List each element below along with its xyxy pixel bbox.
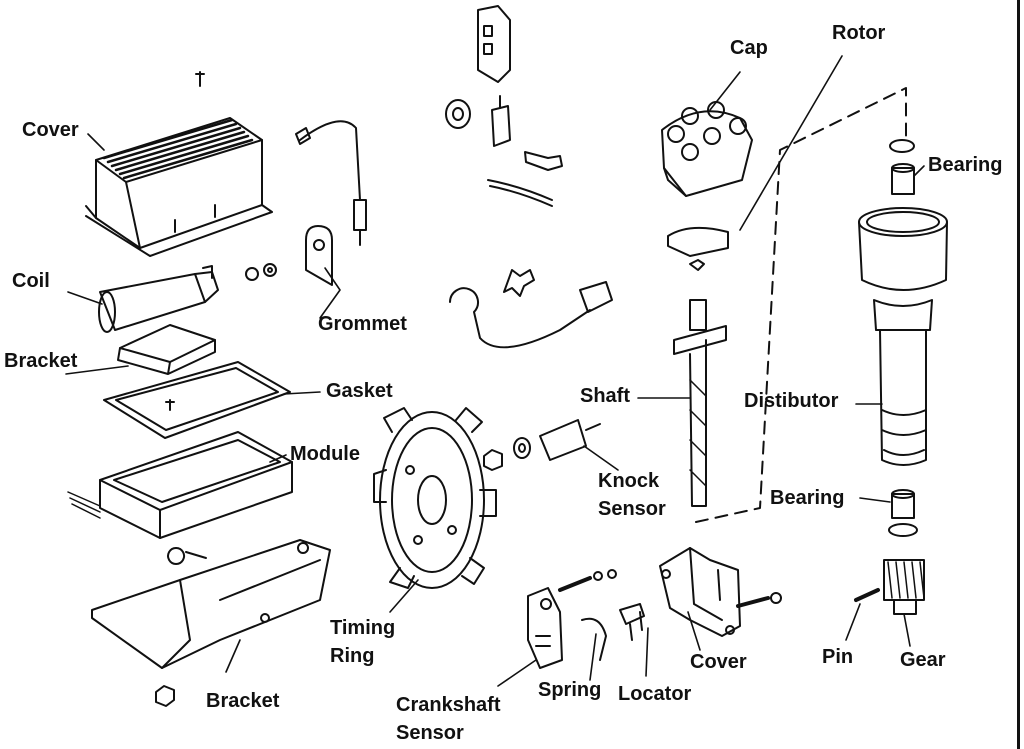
- label-pin: Pin: [822, 646, 854, 668]
- label-bearing-bottom: Bearing: [770, 487, 845, 509]
- grommet-part: [295, 120, 367, 286]
- lower-bracket-part: [91, 539, 331, 707]
- label-coil: Coil: [12, 270, 50, 292]
- coil-part: [98, 265, 219, 333]
- label-module: Module: [290, 443, 360, 465]
- distributor-cap-part: [661, 101, 753, 197]
- label-crankshaft-sensor-line2: Sensor: [396, 722, 464, 744]
- locator-part: [619, 603, 645, 641]
- label-distributor: Distibutor: [744, 390, 839, 412]
- label-crankshaft-sensor-line1: Crankshaft: [396, 694, 501, 716]
- label-bracket-bottom: Bracket: [206, 690, 280, 712]
- timing-ring-part: [373, 407, 497, 589]
- clip-part: [487, 179, 553, 207]
- star-washer-part: [503, 269, 535, 297]
- gear-part: [883, 559, 925, 615]
- label-timing-ring-line1: Timing: [330, 617, 396, 639]
- leader-lines: [65, 55, 925, 687]
- label-locator: Locator: [618, 683, 692, 705]
- spring-part: [581, 617, 607, 661]
- knock-sensor-part: [483, 419, 601, 471]
- gasket-part: [103, 361, 291, 439]
- label-cover-bottom: Cover: [690, 651, 747, 673]
- label-rotor: Rotor: [832, 22, 886, 44]
- label-spring: Spring: [538, 679, 602, 701]
- crankshaft-sensor-part: [527, 587, 563, 669]
- label-timing-ring-line2: Ring: [330, 645, 375, 667]
- label-grommet: Grommet: [318, 313, 407, 335]
- label-gear: Gear: [900, 649, 946, 671]
- pin-part: [854, 588, 880, 602]
- bolt-part: [736, 596, 770, 608]
- label-gasket: Gasket: [326, 380, 393, 402]
- label-cap: Cap: [730, 37, 768, 59]
- tab-part: [491, 105, 511, 147]
- lower-bearing-part: [888, 489, 918, 537]
- assembly-dashed-line: [695, 87, 907, 523]
- label-bearing-top: Bearing: [928, 154, 1003, 176]
- module-part: [67, 431, 293, 539]
- bolt-part: [524, 151, 563, 171]
- label-shaft: Shaft: [580, 385, 630, 407]
- shaft-part: [673, 299, 727, 507]
- coil-cover-part: [85, 71, 273, 257]
- bottom-cover-part: [659, 547, 741, 637]
- label-cover-top: Cover: [22, 119, 79, 141]
- label-knock-sensor-line1: Knock: [598, 470, 660, 492]
- coil-wire-part: [449, 281, 613, 349]
- small-stud-part: [558, 576, 592, 592]
- seal-part: [445, 99, 471, 129]
- label-knock-sensor-line2: Sensor: [598, 498, 666, 520]
- label-bracket-top: Bracket: [4, 350, 78, 372]
- washer-part: [245, 267, 259, 281]
- connector-part: [477, 5, 511, 83]
- distributor-housing-part: [858, 139, 948, 466]
- upper-bracket-part: [117, 324, 216, 375]
- frame-border: [1017, 0, 1020, 749]
- rotor-part: [667, 226, 729, 271]
